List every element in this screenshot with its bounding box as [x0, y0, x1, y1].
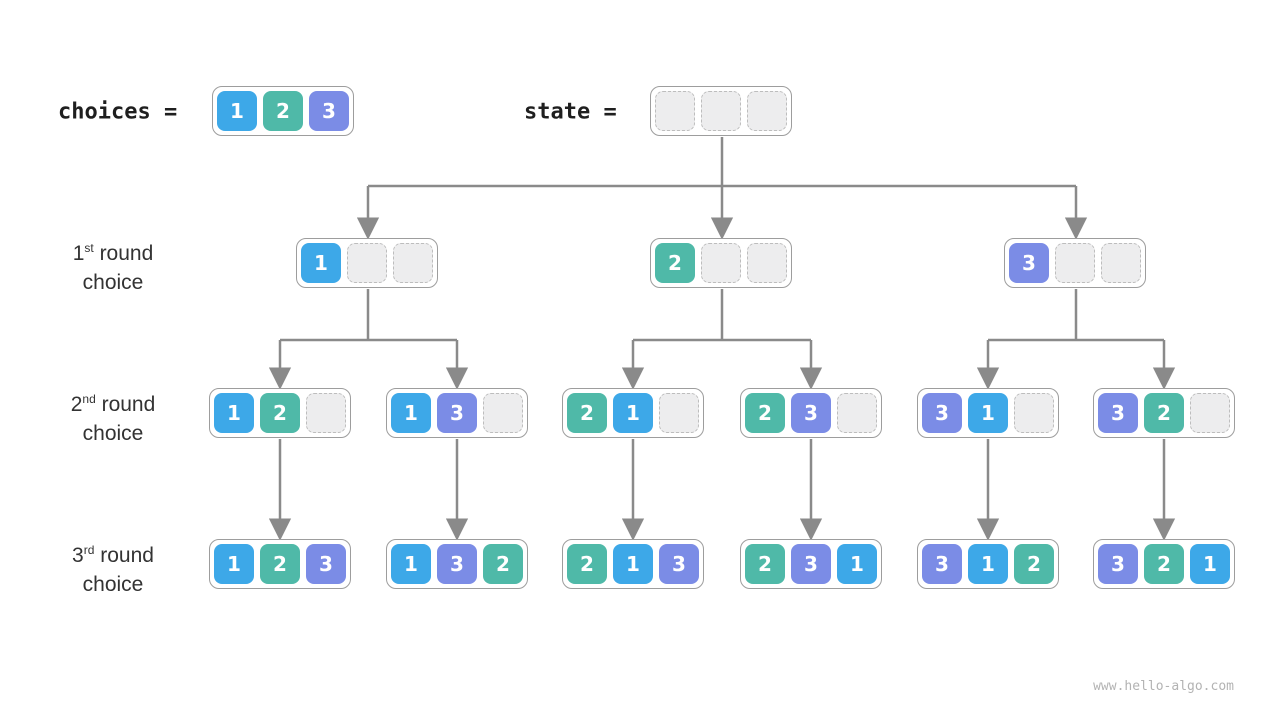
state-label: state = — [524, 99, 617, 125]
choice-cell: 1 — [217, 91, 257, 131]
round-3-label: 3rd round choice — [28, 536, 198, 599]
ordinal-suffix: nd — [82, 392, 96, 406]
state-cell — [483, 393, 523, 433]
state-cell: 2 — [655, 243, 695, 283]
state-cell: 1 — [968, 544, 1008, 584]
state-cell — [1101, 243, 1141, 283]
state-cell: 1 — [391, 393, 431, 433]
state-cell: 1 — [391, 544, 431, 584]
state-cell — [306, 393, 346, 433]
state-cell: 2 — [745, 544, 785, 584]
tree-node: 2 1 — [562, 388, 704, 438]
ordinal-suffix: st — [84, 241, 94, 255]
state-cell: 3 — [922, 544, 962, 584]
round-1-label-line2: choice — [82, 271, 144, 294]
tree-node: 1 — [296, 238, 438, 288]
state-cell — [747, 243, 787, 283]
state-cell — [655, 91, 695, 131]
state-cell: 2 — [1144, 393, 1184, 433]
state-cell: 3 — [1098, 393, 1138, 433]
state-cell: 2 — [260, 393, 300, 433]
choices-label: choices = — [58, 99, 178, 125]
ordinal: 1 — [72, 242, 85, 265]
choices-box: 1 2 3 — [212, 86, 354, 136]
state-box — [650, 86, 792, 136]
state-cell — [747, 91, 787, 131]
round-2-label-line1: 2nd round — [28, 385, 198, 419]
tree-node: 3 2 1 — [1093, 539, 1235, 589]
state-cell — [1014, 393, 1054, 433]
state-cell: 2 — [1014, 544, 1054, 584]
state-cell: 1 — [1190, 544, 1230, 584]
state-cell — [347, 243, 387, 283]
tree-node: 2 3 — [740, 388, 882, 438]
state-cell: 1 — [214, 544, 254, 584]
state-cell — [659, 393, 699, 433]
tree-node: 2 — [650, 238, 792, 288]
round-3-label-line2: choice — [82, 573, 144, 596]
state-cell: 1 — [837, 544, 877, 584]
round-2-label: 2nd round choice — [28, 385, 198, 448]
state-cell: 3 — [922, 393, 962, 433]
state-cell: 3 — [437, 544, 477, 584]
tree-node: 3 1 — [917, 388, 1059, 438]
state-cell — [837, 393, 877, 433]
round-word: round — [93, 242, 154, 265]
round-word: round — [95, 393, 156, 416]
tree-node: 1 2 — [209, 388, 351, 438]
state-cell: 3 — [1098, 544, 1138, 584]
tree-node: 2 3 1 — [740, 539, 882, 589]
tree-node: 1 3 — [386, 388, 528, 438]
state-cell: 2 — [567, 544, 607, 584]
tree-node: 1 2 3 — [209, 539, 351, 589]
state-cell: 3 — [791, 544, 831, 584]
state-cell: 1 — [613, 393, 653, 433]
state-cell — [1190, 393, 1230, 433]
ordinal: 2 — [70, 393, 83, 416]
site-watermark: www.hello-algo.com — [1093, 679, 1234, 694]
state-cell: 1 — [214, 393, 254, 433]
round-1-label-line1: 1st round — [28, 234, 198, 268]
state-cell — [701, 243, 741, 283]
state-cell: 2 — [260, 544, 300, 584]
state-cell: 2 — [483, 544, 523, 584]
round-1-label: 1st round choice — [28, 234, 198, 297]
state-cell: 1 — [613, 544, 653, 584]
tree-node: 3 1 2 — [917, 539, 1059, 589]
choice-cell: 2 — [263, 91, 303, 131]
tree-node: 1 3 2 — [386, 539, 528, 589]
state-cell: 3 — [791, 393, 831, 433]
state-cell: 1 — [301, 243, 341, 283]
state-cell: 3 — [659, 544, 699, 584]
state-cell: 2 — [1144, 544, 1184, 584]
ordinal: 3 — [72, 544, 84, 567]
state-cell — [701, 91, 741, 131]
round-word: round — [94, 544, 154, 567]
state-cell: 3 — [1009, 243, 1049, 283]
state-cell: 3 — [306, 544, 346, 584]
state-cell: 1 — [968, 393, 1008, 433]
state-cell: 2 — [567, 393, 607, 433]
choice-cell: 3 — [309, 91, 349, 131]
state-cell: 3 — [437, 393, 477, 433]
round-2-label-line2: choice — [82, 422, 144, 445]
state-cell: 2 — [745, 393, 785, 433]
tree-node: 2 1 3 — [562, 539, 704, 589]
state-cell — [1055, 243, 1095, 283]
state-cell — [393, 243, 433, 283]
round-3-label-line1: 3rd round — [28, 536, 198, 570]
ordinal-suffix: rd — [83, 543, 95, 557]
tree-node: 3 2 — [1093, 388, 1235, 438]
tree-node: 3 — [1004, 238, 1146, 288]
